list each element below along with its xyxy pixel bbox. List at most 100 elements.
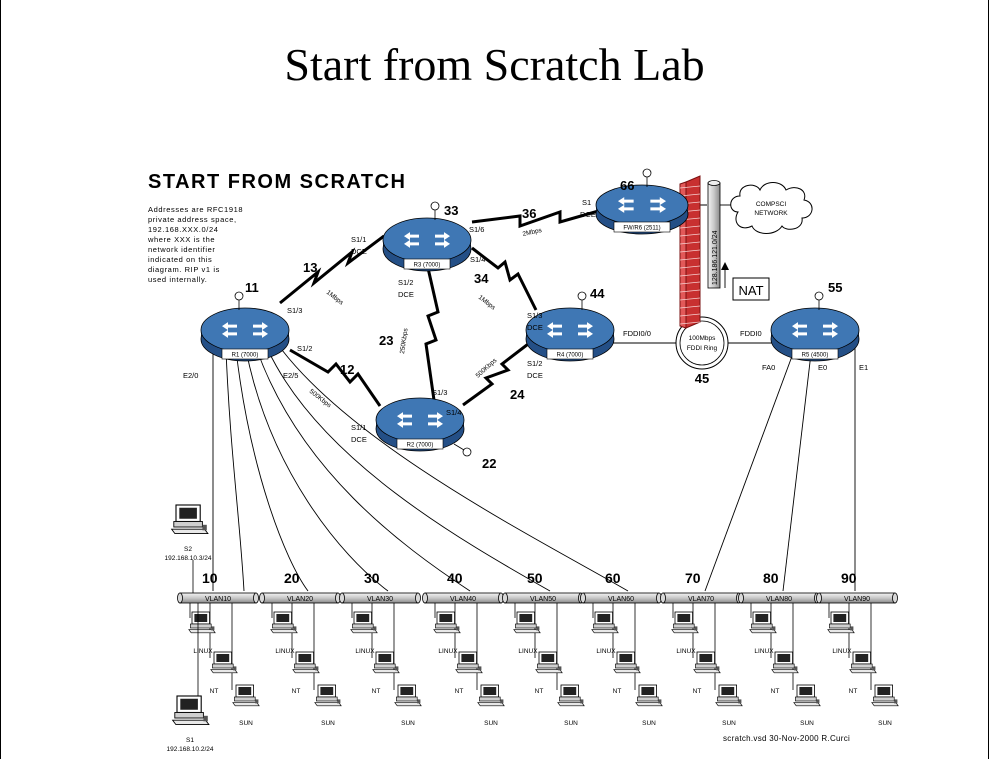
host-label-sun: SUN	[484, 720, 498, 727]
computer-icon	[749, 611, 777, 634]
computer-icon	[455, 651, 483, 674]
router-r3: R3 (7000)	[382, 201, 472, 272]
net-r5: 55	[828, 280, 842, 295]
net-r1: 11	[245, 280, 259, 295]
cable-r1-vlan50	[267, 349, 551, 592]
router-r5: R5 (4500)	[770, 291, 860, 362]
net-link-34: 34	[474, 271, 489, 286]
host-label-sun: SUN	[878, 720, 892, 727]
note-line: network identifier	[148, 245, 216, 254]
computer-icon	[771, 651, 799, 674]
host-label-nt: NT	[372, 688, 381, 695]
note-line: 192.168.XXX.0/24	[148, 225, 218, 234]
antenna-icon	[430, 201, 440, 211]
fddi-ring-label: FDDI Ring	[687, 345, 718, 352]
host-label-nt: NT	[613, 688, 622, 695]
vlan-label: VLAN10	[205, 596, 231, 603]
router-arrows-icon	[547, 322, 593, 338]
cable-r1-vlan40	[256, 349, 471, 592]
vlan-label: VLAN20	[287, 596, 313, 603]
cable-r5-vlan80	[782, 344, 813, 592]
computer-icon	[350, 611, 378, 634]
compsci-cloud	[730, 182, 813, 234]
cable-r1-vlan30	[245, 349, 389, 592]
note-line: indicated on this	[148, 255, 212, 264]
vlan-net-number: 90	[841, 570, 857, 586]
if-r3-dce1: DCE	[351, 247, 367, 256]
link-r3-fw	[471, 208, 603, 229]
router-label: R1 (7000)	[232, 353, 259, 359]
footer-credit: scratch.vsd 30-Nov-2000 R.Curci	[723, 734, 850, 743]
link-r2-r4	[462, 336, 537, 407]
computer-icon	[693, 651, 721, 674]
router-label: R3 (7000)	[414, 263, 441, 269]
computer-icon	[188, 611, 216, 634]
vlan-net-number: 80	[763, 570, 779, 586]
router-arrows-icon	[617, 197, 667, 213]
router-r1: R1 (7000)	[200, 291, 290, 362]
link-r1-r3	[279, 234, 385, 305]
host-label-nt: NT	[849, 688, 858, 695]
host-label-linux: LINUX	[596, 648, 616, 655]
computer-icon	[671, 611, 699, 634]
computer-icon	[314, 684, 342, 707]
note-line: Addresses are RFC1918	[148, 205, 243, 214]
if-fw-dce: DCE	[580, 210, 596, 219]
computer-icon	[871, 684, 899, 707]
vlan-label: VLAN50	[530, 596, 556, 603]
router-label: R5 (4500)	[802, 353, 829, 359]
computer-icon	[433, 611, 461, 634]
computer-icon	[557, 684, 585, 707]
nat-label: NAT	[738, 283, 763, 298]
computer-icon	[535, 651, 563, 674]
if-r5-e0: E0	[818, 363, 827, 372]
host-label-linux: LINUX	[754, 648, 774, 655]
host-label-sun: SUN	[401, 720, 415, 727]
note-line: private address space,	[148, 215, 237, 224]
router-label: R4 (7000)	[557, 353, 584, 359]
if-r3-dce2: DCE	[398, 290, 414, 299]
host-label-linux: LINUX	[193, 648, 213, 655]
if-r4-fddi: FDDI0/0	[623, 329, 651, 338]
computer-icon	[715, 684, 743, 707]
if-r3-s12: S1/2	[398, 278, 413, 287]
host-label-sun: SUN	[800, 720, 814, 727]
slide-title: Start from Scratch Lab	[284, 39, 705, 90]
nat-arrow-head	[721, 262, 729, 270]
host-label-nt: NT	[693, 688, 702, 695]
host-label-linux: LINUX	[355, 648, 375, 655]
speed-23: 250Kbps	[399, 327, 410, 354]
antenna-icon	[577, 291, 587, 301]
network-numbers: 11 22 33 44 55 66 13 12 23 34 24 36	[245, 178, 842, 471]
if-r2-dce: DCE	[351, 435, 367, 444]
net-r3: 33	[444, 203, 458, 218]
router-arrows-icon	[792, 322, 838, 338]
vlan-net-number: 30	[364, 570, 380, 586]
if-r1-s13: S1/3	[287, 306, 302, 315]
host-label-nt: NT	[535, 688, 544, 695]
note-line: diagram. RIP v1 is	[148, 265, 220, 274]
computer-icon	[513, 611, 541, 634]
computer-icon	[210, 651, 238, 674]
link-r1-r2	[289, 348, 382, 407]
computer-icon	[171, 695, 210, 726]
outside-link-label: 128.186.121.0/24	[712, 230, 719, 285]
net-r4: 44	[590, 286, 605, 301]
if-r5-fa0: FA0	[762, 363, 775, 372]
nat-box	[732, 277, 770, 301]
net-link-23: 23	[379, 333, 393, 348]
computer-icon	[827, 611, 855, 634]
routers: R1 (7000)R2 (7000)R3 (7000)R4 (7000)R5 (…	[200, 168, 860, 457]
vlan-label: VLAN90	[844, 596, 870, 603]
vlan-label: VLAN70	[688, 596, 714, 603]
computer-icon	[394, 684, 422, 707]
host-label-sun: SUN	[722, 720, 736, 727]
